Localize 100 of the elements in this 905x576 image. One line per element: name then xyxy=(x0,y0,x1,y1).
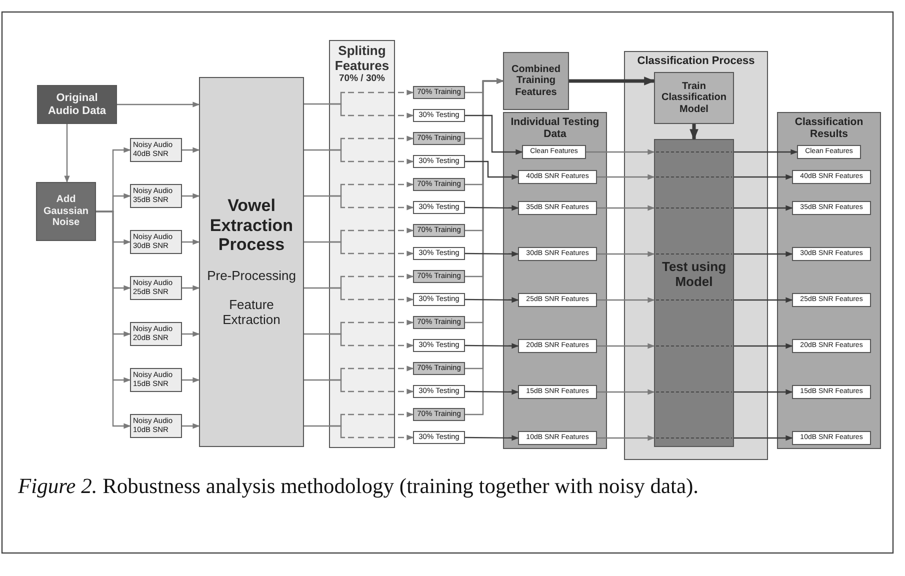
arrow xyxy=(182,331,200,337)
data-box xyxy=(518,247,597,261)
data-box xyxy=(797,145,861,159)
box-label: Test using Model xyxy=(660,260,728,290)
data-box xyxy=(413,132,465,145)
arrow xyxy=(734,149,798,155)
data-box xyxy=(518,170,597,184)
data-box xyxy=(413,109,465,122)
arrow xyxy=(690,124,698,140)
data-box xyxy=(413,201,465,214)
connector-line xyxy=(304,195,329,197)
box-label: Train Classification Model xyxy=(660,80,728,116)
data-box xyxy=(503,52,569,110)
data-box xyxy=(413,224,465,237)
data-box xyxy=(792,385,871,399)
process-box xyxy=(329,40,395,448)
data-box xyxy=(518,431,597,445)
data-box xyxy=(413,155,465,168)
arrow xyxy=(182,377,200,383)
data-box xyxy=(130,276,182,300)
process-box xyxy=(654,72,734,124)
arrow xyxy=(465,435,519,441)
data-box xyxy=(792,201,871,215)
arrow xyxy=(182,193,200,199)
arrow xyxy=(329,103,414,118)
data-box xyxy=(130,368,182,392)
connector-line xyxy=(304,287,329,289)
arrow xyxy=(329,287,414,302)
connector-line xyxy=(304,103,329,105)
arrow xyxy=(597,435,655,441)
arrow xyxy=(734,389,793,395)
data-box xyxy=(518,201,597,215)
arrow xyxy=(465,297,519,303)
arrow xyxy=(329,149,414,164)
input-box xyxy=(37,85,117,124)
arrow xyxy=(734,435,793,441)
box-sublabel: Feature Extraction xyxy=(222,298,282,328)
arrow xyxy=(96,210,131,429)
data-box xyxy=(518,339,597,353)
arrow xyxy=(465,251,519,257)
box-label: Classification Process xyxy=(637,55,755,68)
connector-line xyxy=(304,241,329,243)
arrow xyxy=(465,160,519,180)
data-box xyxy=(792,431,871,445)
data-box xyxy=(130,230,182,254)
box-label: Classification Results xyxy=(794,116,864,140)
box-sublabel: Pre-Processing xyxy=(207,268,296,284)
data-box xyxy=(413,385,465,398)
arrow xyxy=(182,239,200,245)
data-box xyxy=(413,339,465,352)
box-label: Vowel Extraction Process xyxy=(208,196,294,255)
arrow xyxy=(329,241,414,256)
arrow xyxy=(329,333,414,348)
arrow xyxy=(597,251,655,257)
arrow xyxy=(465,114,523,155)
arrow xyxy=(734,205,793,211)
arrow xyxy=(329,425,414,440)
data-box xyxy=(130,138,182,162)
arrow xyxy=(64,124,70,183)
arrow xyxy=(734,343,793,349)
arrow xyxy=(465,205,519,211)
process-box xyxy=(654,139,734,447)
group-panel xyxy=(777,112,881,449)
arrow xyxy=(465,343,519,349)
data-box xyxy=(130,322,182,346)
connector-line xyxy=(304,333,329,335)
arrow xyxy=(117,102,200,108)
data-box xyxy=(413,293,465,306)
data-box xyxy=(413,431,465,444)
data-box xyxy=(413,86,465,99)
arrow xyxy=(182,423,200,429)
arrow xyxy=(734,251,793,257)
data-box xyxy=(413,362,465,375)
box-label: Add Gaussian Noise xyxy=(42,194,90,229)
process-box xyxy=(199,77,304,447)
data-box xyxy=(413,247,465,260)
arrow xyxy=(182,285,200,291)
arrow xyxy=(734,174,793,180)
connector-line xyxy=(304,379,329,381)
data-box xyxy=(518,385,597,399)
arrow xyxy=(569,76,656,86)
data-box xyxy=(413,408,465,421)
data-box xyxy=(413,316,465,329)
arrow xyxy=(597,389,655,395)
arrow xyxy=(329,195,414,210)
arrow xyxy=(597,205,655,211)
box-sublabel: 70% / 30% xyxy=(339,74,385,85)
arrow xyxy=(597,297,655,303)
data-box xyxy=(130,184,182,208)
connector-line xyxy=(304,149,329,151)
connector-line xyxy=(304,425,329,427)
box-label: Original Audio Data xyxy=(46,92,108,118)
process-box xyxy=(36,182,96,241)
data-box xyxy=(792,293,871,307)
group-panel xyxy=(624,51,768,460)
group-panel xyxy=(503,112,607,449)
box-label: Combined Training Features xyxy=(510,64,562,98)
data-box xyxy=(792,170,871,184)
box-label: Individual Testing Data xyxy=(510,116,600,140)
data-box xyxy=(413,178,465,191)
